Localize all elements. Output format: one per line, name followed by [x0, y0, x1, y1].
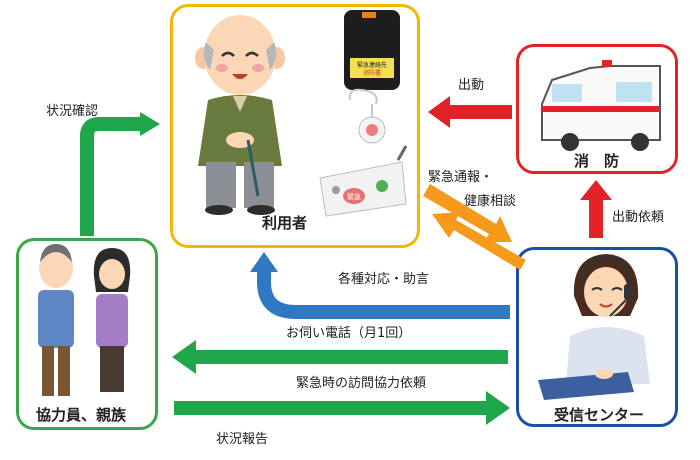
- fire-label: 消 防: [574, 152, 620, 170]
- arrow-status-check: [80, 112, 160, 236]
- elderly-man-illustration: [195, 15, 285, 215]
- visit-request-label: 緊急時の訪問協力依頼: [296, 376, 427, 391]
- arrow-check-call: [250, 252, 510, 319]
- arrow-status-report: [174, 391, 510, 425]
- dispatch-label: 出動: [458, 78, 485, 93]
- check-call-label: お伺い電話（月1回）: [286, 326, 412, 341]
- arrow-response-advice: [432, 212, 526, 270]
- arrow-emergency-call: [423, 184, 512, 242]
- pendant-button: [348, 88, 386, 144]
- pager-sticker-line2: 消防署: [363, 69, 381, 77]
- emergency-call-label: 緊急通報・: [428, 170, 494, 185]
- dispatch-request-label: 出動依頼: [612, 210, 665, 225]
- base-emergency-button-label: 緊急: [347, 192, 361, 201]
- arrow-visit-request: [172, 340, 508, 374]
- pager-device: [344, 10, 400, 90]
- center-label: 受信センター: [554, 406, 645, 424]
- response-advice-label: 各種対応・助言: [338, 272, 430, 287]
- base-unit-device: [319, 145, 408, 217]
- cooperators-illustration: [38, 244, 131, 396]
- status-report-label: 状況報告: [216, 432, 269, 447]
- arrow-dispatch: [428, 96, 512, 128]
- cooperators-label: 協力員、親族: [36, 406, 127, 424]
- pager-sticker-line1: 緊急連絡先: [357, 61, 387, 69]
- arrow-dispatch-request: [580, 180, 612, 238]
- operator-illustration: [538, 254, 650, 400]
- health-consult-label: 健康相談: [464, 194, 517, 209]
- status-check-label: 状況確認: [46, 104, 99, 119]
- user-label: 利用者: [262, 214, 308, 232]
- ambulance-icon: [541, 60, 661, 151]
